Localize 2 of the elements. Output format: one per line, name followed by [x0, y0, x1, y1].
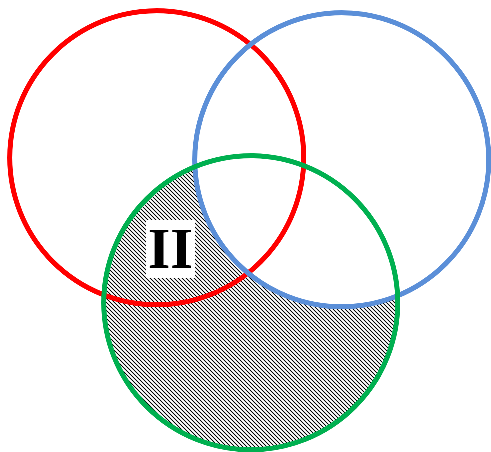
set-circle — [8, 8, 306, 308]
region-label: II — [146, 220, 196, 278]
